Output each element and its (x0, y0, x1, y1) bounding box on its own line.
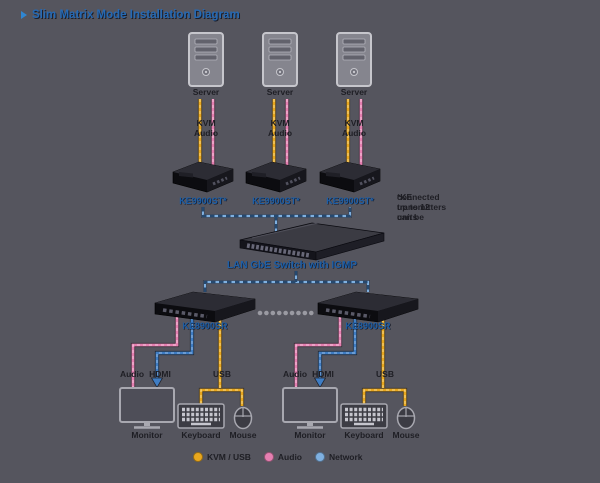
transmitter-model-label: KE9900ST* (326, 196, 374, 206)
note-line-2: connected up to 12 units (397, 192, 440, 222)
keyboard-label: Keyboard (344, 430, 384, 440)
transmitter-model-label: KE9900ST* (252, 196, 300, 206)
monitor-icon (118, 386, 339, 429)
server-label: Server (340, 87, 368, 97)
legend-item-kvm-usb: KVM / USB (193, 452, 251, 462)
server-icon (188, 32, 372, 87)
audio-swatch-icon (263, 452, 274, 462)
station-usb-label: USB (376, 369, 394, 379)
station-usb-label: USB (213, 369, 231, 379)
page-title: Slim Matrix Mode Installation Diagram (21, 9, 240, 21)
keyboard-label: Keyboard (181, 430, 221, 440)
station-hdmi-label: HDMI (312, 369, 334, 379)
station-audio-label: Audio (282, 369, 308, 379)
monitor-label: Monitor (131, 430, 163, 440)
station-hdmi-label: HDMI (149, 369, 171, 379)
server-label: Server (266, 87, 294, 97)
server-label: Server (192, 87, 220, 97)
title-arrow-icon (21, 11, 27, 19)
legend-item-audio: Audio (263, 452, 302, 462)
title-text: Slim Matrix Mode Installation Diagram (32, 9, 240, 21)
kvm-cable-label: KVM (344, 118, 364, 128)
station-audio-label: Audio (119, 369, 145, 379)
legend-kvm-usb-label: KVM / USB (207, 452, 251, 462)
network-swatch-icon (315, 452, 325, 462)
kvm-usb-swatch-icon (193, 452, 203, 462)
kvm-cable-label: KVM (270, 118, 290, 128)
receiver-model-label: KE8900SR (345, 321, 391, 331)
transmitter-device (171, 160, 382, 194)
receiver-model-label: KE8900SR (182, 321, 228, 331)
mouse-label: Mouse (229, 430, 257, 440)
legend-audio-label: Audio (277, 452, 302, 462)
transmitter-model-label: KE9900ST* (179, 196, 227, 206)
mouse-label: Mouse (392, 430, 420, 440)
audio-cable-label: Audio (193, 128, 219, 138)
legend: KVM / USB Audio Network (193, 452, 363, 462)
kvm-cable-label: KVM (196, 118, 216, 128)
monitor-label: Monitor (294, 430, 326, 440)
lan-switch-label: LAN GbE Switch with IGMP (227, 260, 357, 271)
legend-item-network: Network (315, 452, 363, 462)
lan-switch-device (239, 222, 385, 261)
receiver-device (153, 290, 420, 324)
note-line-1: *KE transmitters can be (397, 192, 447, 222)
audio-cable-label: Audio (341, 128, 367, 138)
legend-network-label: Network (329, 452, 363, 462)
audio-cable-label: Audio (267, 128, 293, 138)
hdmi-arrow-icons (150, 377, 327, 389)
